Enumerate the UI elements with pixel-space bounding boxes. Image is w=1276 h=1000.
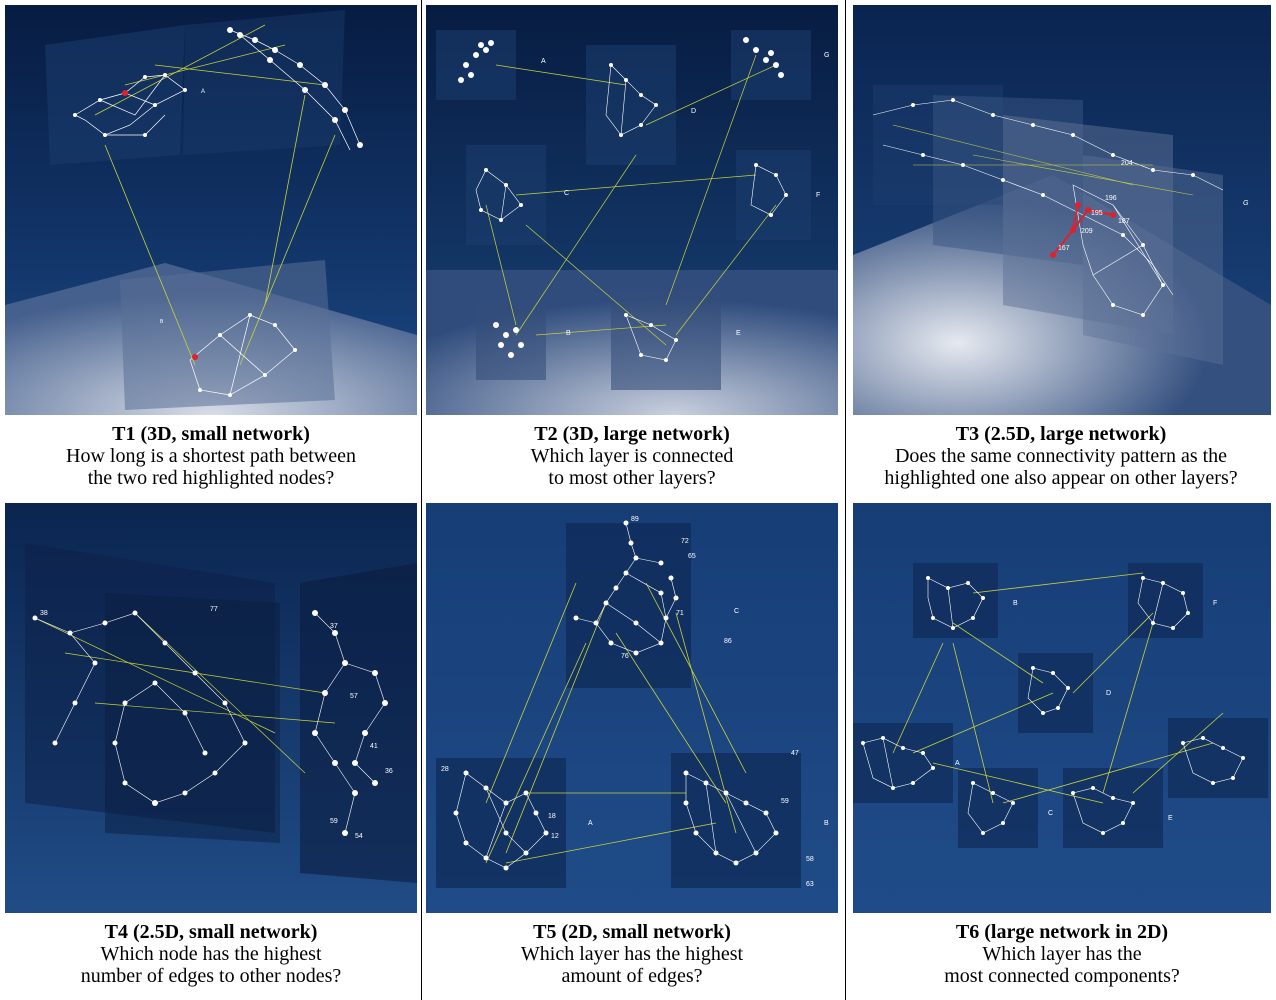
layer-label-f: F [1213, 600, 1217, 607]
layer-label-g: G [824, 52, 829, 59]
caption-t4: T4 (2.5D, small network) Which node has … [5, 921, 417, 987]
caption-question: most connected components? [944, 965, 1180, 987]
caption-question: amount of edges? [561, 965, 703, 987]
caption-title: T3 (2.5D, large network) [955, 423, 1167, 445]
node-label-89: 89 [631, 516, 639, 523]
caption-t3: T3 (2.5D, large network) Does the same c… [846, 423, 1276, 489]
caption-question: Which layer has the [982, 943, 1142, 965]
layer-label-a: A [201, 89, 205, 95]
caption-question: Which layer has the highest [520, 943, 744, 965]
node-label-57: 57 [350, 693, 358, 700]
node-label-28: 28 [441, 766, 449, 773]
caption-question: the two red highlighted nodes? [87, 467, 335, 489]
network-visualization-t3: G 204 195 196 209 187 167 [853, 5, 1271, 415]
caption-title: T5 (2D, small network) [533, 921, 731, 943]
column-divider [845, 0, 846, 1000]
node-label-209: 209 [1081, 228, 1093, 235]
panel-t3: G 204 195 196 209 187 167 [853, 5, 1271, 415]
layer-label-g: G [1243, 200, 1249, 207]
caption-question: number of edges to other nodes? [80, 965, 342, 987]
node-label-18: 18 [548, 813, 556, 820]
caption-question: to most other layers? [548, 467, 716, 489]
layer-label-b: B [1013, 600, 1018, 607]
node-label-71: 71 [676, 610, 684, 617]
layer-label-d: D [1106, 690, 1111, 697]
node-label-76: 76 [621, 653, 629, 660]
node-label-77: 77 [210, 606, 218, 613]
node-label-54: 54 [355, 833, 363, 840]
panel-t6: B F D A C E [853, 503, 1271, 913]
caption-t1: T1 (3D, small network) How long is a sho… [5, 423, 417, 489]
network-visualization-t5: C A B 89 72 65 71 86 76 47 59 63 58 28 1… [426, 503, 838, 913]
node-label-36: 36 [385, 768, 393, 775]
node-label-47: 47 [791, 750, 799, 757]
caption-question: highlighted one also appear on other lay… [884, 467, 1238, 489]
node-label-195: 195 [1091, 210, 1103, 217]
layer-label-c: C [564, 190, 569, 197]
caption-t6: T6 (large network in 2D) Which layer has… [853, 921, 1271, 987]
panel-t2: A G D C F B E [426, 5, 838, 415]
caption-title: T2 (3D, large network) [534, 423, 730, 445]
caption-question: Which layer is connected [530, 445, 734, 467]
layer-label-e: E [736, 330, 741, 337]
network-visualization-t6: B F D A C E [853, 503, 1271, 913]
node-label-37: 37 [330, 623, 338, 630]
node-label-65: 65 [688, 553, 696, 560]
caption-t2: T2 (3D, large network) Which layer is co… [426, 423, 838, 489]
layer-label-c: C [1048, 810, 1053, 817]
layer-label-b: B [824, 820, 829, 827]
node-label-187: 187 [1118, 218, 1130, 225]
layer-label-e: E [1168, 815, 1173, 822]
layer-label-f: F [816, 192, 820, 199]
layer-label-b: B [566, 330, 571, 337]
node-label-12: 12 [551, 833, 559, 840]
node-label-41: 41 [370, 743, 378, 750]
caption-title: T4 (2.5D, small network) [104, 921, 318, 943]
node-label-38: 38 [40, 610, 48, 617]
node-label-204: 204 [1121, 160, 1133, 167]
node-label-59: 59 [781, 798, 789, 805]
caption-question: How long is a shortest path between [66, 445, 356, 467]
network-visualization-t1: A B [5, 5, 417, 415]
node-label-58: 58 [806, 856, 814, 863]
layer-label-b: B [160, 319, 164, 325]
network-visualization-t2: A G D C F B E [426, 5, 838, 415]
node-label-167: 167 [1058, 245, 1070, 252]
panel-t5: C A B 89 72 65 71 86 76 47 59 63 58 28 1… [426, 503, 838, 913]
caption-question: Does the same connectivity pattern as th… [894, 445, 1228, 467]
caption-t5: T5 (2D, small network) Which layer has t… [426, 921, 838, 987]
node-label-86: 86 [724, 638, 732, 645]
node-label-72: 72 [681, 538, 689, 545]
panel-t4: 77 37 57 41 36 54 59 38 [5, 503, 417, 913]
layer-label-a: A [541, 58, 546, 65]
node-label-63: 63 [806, 881, 814, 888]
caption-question: Which node has the highest [100, 943, 322, 965]
node-label-59: 59 [330, 818, 338, 825]
layer-label-a: A [588, 820, 593, 827]
column-divider [421, 0, 422, 1000]
panel-t1: A B [5, 5, 417, 415]
node-label-196: 196 [1105, 195, 1117, 202]
layer-label-a: A [955, 760, 960, 767]
caption-title: T6 (large network in 2D) [955, 921, 1169, 943]
network-visualization-t4: 77 37 57 41 36 54 59 38 [5, 503, 417, 913]
layer-label-d: D [691, 108, 696, 115]
caption-title: T1 (3D, small network) [112, 423, 310, 445]
layer-label-c: C [734, 608, 739, 615]
